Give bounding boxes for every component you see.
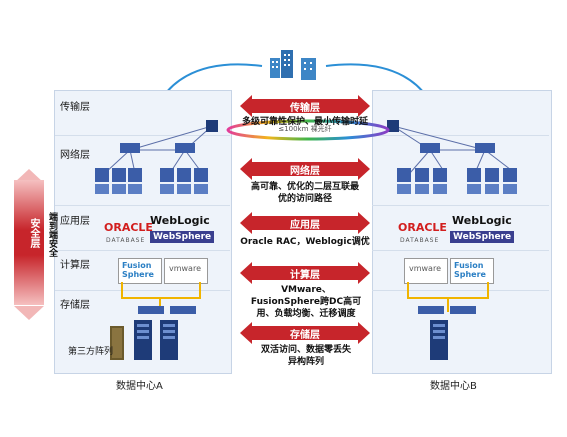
weblogic-logo: WebLogic bbox=[452, 214, 512, 227]
weblogic-logo: WebLogic bbox=[150, 214, 210, 227]
transport-arrow bbox=[240, 95, 370, 117]
compute-arrow bbox=[240, 262, 370, 284]
network-arrow bbox=[240, 158, 370, 180]
vmware-host bbox=[164, 258, 208, 284]
fiber-label: ≤100km 裸光纤 bbox=[278, 125, 332, 133]
vmware-logo: vmware bbox=[408, 264, 441, 273]
vmware-host bbox=[404, 258, 448, 284]
websphere-logo: WebSphere bbox=[450, 231, 515, 243]
datacenter-a-caption: 数据中心A bbox=[116, 381, 163, 392]
datacenter-b-caption: 数据中心B bbox=[430, 381, 477, 392]
websphere-logo: WebSphere bbox=[150, 231, 215, 243]
oracle-logo: ORACLE bbox=[398, 221, 447, 234]
storage-array-b bbox=[430, 320, 448, 360]
security-subtitle: 端到端安全 bbox=[47, 212, 57, 257]
storage-arrow bbox=[240, 322, 370, 344]
building-icon bbox=[268, 48, 298, 80]
transport-desc: 多级可靠性保护、最小传输时延 bbox=[241, 117, 368, 127]
fusion-host bbox=[450, 258, 494, 284]
san-switch-b bbox=[418, 306, 476, 314]
security-arrow-down-icon bbox=[14, 305, 44, 324]
compute-title: 计算层 bbox=[290, 270, 320, 281]
router-icon bbox=[206, 120, 218, 132]
layer-label-compute: 计算层 bbox=[60, 260, 90, 271]
layer-label-application: 应用层 bbox=[60, 216, 90, 227]
vmware-logo: vmware bbox=[168, 264, 201, 273]
building-icon bbox=[298, 56, 320, 80]
fiber-link bbox=[226, 119, 390, 141]
storage-title: 存储层 bbox=[290, 330, 320, 341]
network-topology-a bbox=[95, 120, 218, 194]
san-switch-a bbox=[138, 306, 196, 314]
oracle-sub: DATABASE bbox=[400, 237, 440, 244]
app-arrow bbox=[240, 212, 370, 234]
storage-desc: 双活访问、数据零丢失异构阵列 bbox=[260, 345, 351, 367]
app-desc: Oracle RAC，Weblogic调优 bbox=[240, 237, 370, 247]
security-title: 安全层 bbox=[28, 218, 39, 248]
fusion-host bbox=[118, 258, 162, 284]
security-ribbon bbox=[14, 180, 44, 305]
compute-desc: VMware、FusionSphere跨DC高可用、负载均衡、迁移调度 bbox=[250, 285, 362, 319]
security-arrow-up-icon bbox=[14, 168, 44, 187]
router-icon bbox=[387, 120, 399, 132]
network-desc: 高可靠、优化的二层互联最优的访问路径 bbox=[250, 182, 359, 204]
layer-label-transport: 传输层 bbox=[60, 102, 90, 113]
transport-title: 传输层 bbox=[290, 103, 320, 114]
layer-label-network: 网络层 bbox=[60, 150, 90, 161]
storage-array-a bbox=[110, 320, 178, 360]
network-topology-b bbox=[387, 120, 517, 194]
oracle-sub: DATABASE bbox=[106, 237, 146, 244]
fusion-logo: Fusion Sphere bbox=[454, 261, 486, 279]
oracle-logo: ORACLE bbox=[104, 221, 153, 234]
third-party-label: 第三方阵列 bbox=[68, 347, 114, 357]
layer-label-storage: 存储层 bbox=[60, 300, 90, 311]
fusion-logo: Fusion Sphere bbox=[122, 261, 154, 279]
network-title: 网络层 bbox=[290, 166, 320, 177]
app-title: 应用层 bbox=[290, 220, 320, 231]
